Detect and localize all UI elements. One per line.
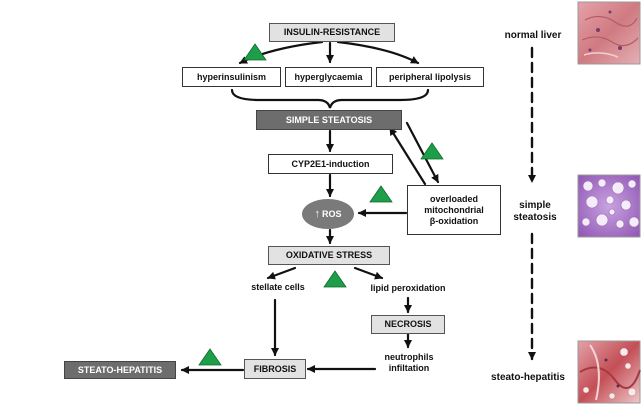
triangle-marker <box>323 270 347 288</box>
node-ros: ↑ ROS <box>302 199 354 229</box>
triangle-marker <box>198 348 222 366</box>
triangle-marker <box>369 185 393 203</box>
node-cyp2e1-induction: CYP2E1-induction <box>268 154 393 174</box>
node-steato-hepatitis: STEATO-HEPATITIS <box>64 361 176 379</box>
node-neutrophils-infiltation: neutrophils infiltation <box>384 352 434 373</box>
node-oxidative-stress: OXIDATIVE STRESS <box>268 246 390 265</box>
stage-label-steato-hepatitis: steato-hepatitis <box>491 372 565 383</box>
node-overloaded-beta-oxidation: overloaded mitochondrial β-oxidation <box>407 185 501 235</box>
simple-steatosis-image <box>577 174 641 238</box>
steato-hepatitis-image <box>577 340 641 404</box>
node-peripheral-lipolysis: peripheral lipolysis <box>376 67 484 87</box>
node-stellate-cells: stellate cells <box>251 282 305 292</box>
brace-effects <box>230 88 430 109</box>
node-lipid-peroxidation: lipid peroxidation <box>370 283 446 293</box>
ros-label: ROS <box>321 209 342 219</box>
node-necrosis: NECROSIS <box>371 315 445 334</box>
arrow-ir-lipolysis <box>336 40 420 65</box>
stage-label-normal-liver: normal liver <box>504 30 562 41</box>
node-simple-steatosis: SIMPLE STEATOSIS <box>256 110 402 130</box>
node-hyperinsulinism: hyperinsulinism <box>182 67 281 87</box>
up-arrow-icon: ↑ <box>314 208 320 220</box>
node-insulin-resistance: INSULIN-RESISTANCE <box>269 23 395 42</box>
triangle-marker <box>243 43 267 61</box>
node-hyperglycaemia: hyperglycaemia <box>285 67 372 87</box>
arrow-oxstress-lipid <box>353 266 384 280</box>
triangle-marker <box>420 142 444 160</box>
normal-liver-image <box>577 1 641 65</box>
node-fibrosis: FIBROSIS <box>244 359 306 379</box>
arrow-oxstress-stellate <box>266 266 297 280</box>
arrow-betaox-steatosis <box>388 126 427 186</box>
stage-label-simple-steatosis: simple steatosis <box>513 200 557 223</box>
arrow-steatosis-betaox <box>405 121 440 184</box>
